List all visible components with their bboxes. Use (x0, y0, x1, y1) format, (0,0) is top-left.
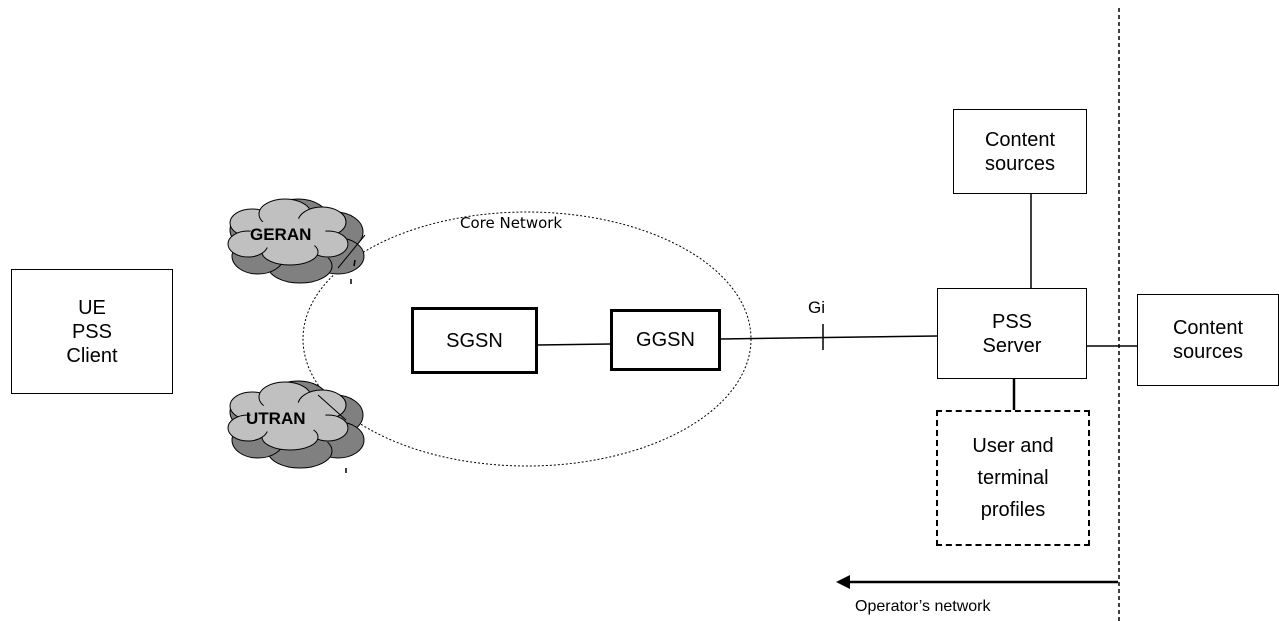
ue-pss-client-label: UE PSS Client (66, 296, 118, 367)
gi-link (720, 335, 938, 340)
ue-pss-client-box: UE PSS Client (11, 269, 173, 394)
content-sources-right-label: Content sources (1172, 317, 1244, 363)
sgsn-label: SGSN (446, 329, 503, 352)
geran-label: GERAN (250, 225, 312, 244)
ggsn-box: GGSN (610, 309, 721, 371)
gi-label: Gi (808, 298, 825, 317)
geran-cloud-shape (227, 198, 366, 284)
user-terminal-profiles-box: User and terminal profiles (936, 410, 1090, 546)
user-terminal-profiles-label: User and terminal profiles (972, 435, 1054, 521)
utran-label: UTRAN (246, 409, 306, 428)
ggsn-label: GGSN (636, 329, 695, 351)
operator-network-label: Operator’s network (855, 598, 991, 615)
utran-cloud-shape (227, 380, 365, 473)
content-sources-right-box: Content sources (1137, 294, 1279, 386)
pss-server-box: PSS Server (937, 288, 1087, 379)
sgsn-box: SGSN (411, 307, 538, 374)
content-sources-top-label: Content sources (984, 128, 1056, 175)
content-sources-top-box: Content sources (953, 109, 1087, 194)
core-network-label: Core Network (460, 214, 563, 232)
sgsn-ggsn-link (537, 343, 611, 346)
pss-server-label: PSS Server (982, 310, 1042, 357)
arrow-head-icon (836, 575, 850, 589)
